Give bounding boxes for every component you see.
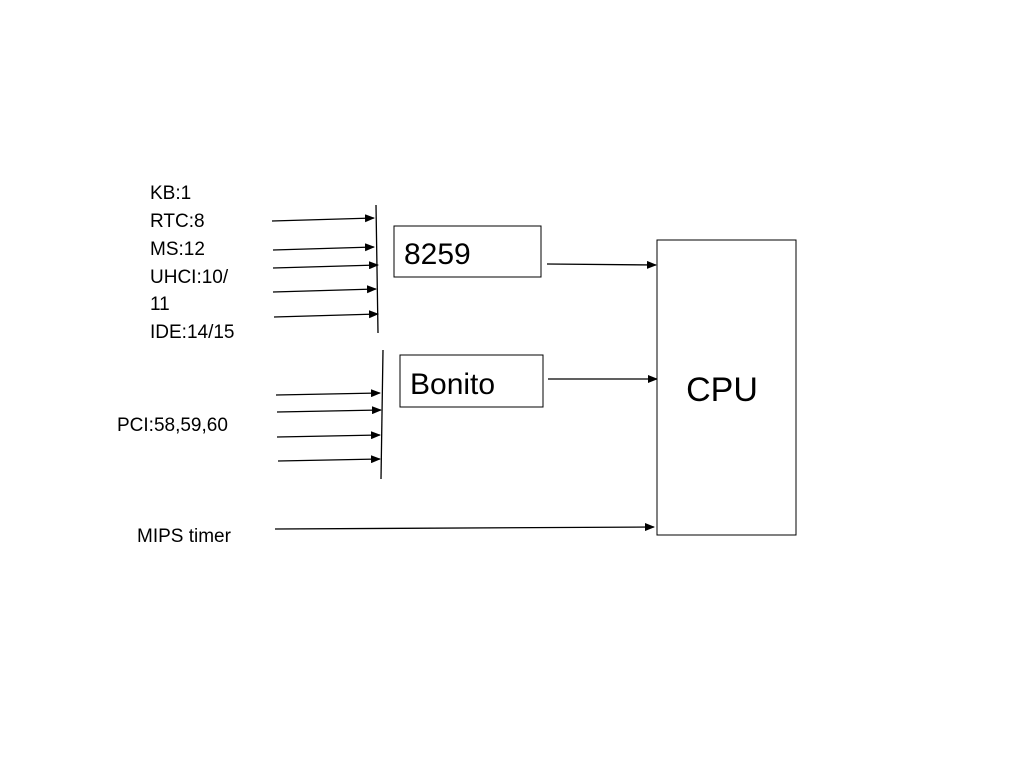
cpu-box: [656, 239, 797, 536]
label-uhci: UHCI:10/: [150, 267, 229, 288]
arrow-pci-2: [276, 406, 382, 415]
arrow-group1-3: [272, 261, 379, 270]
arrow-group1-1: [271, 214, 375, 223]
cpu-label: CPU: [686, 371, 758, 409]
label-pci: PCI:58,59,60: [117, 415, 228, 436]
arrow-pci-4: [277, 455, 381, 464]
arrow-pci-3: [276, 431, 381, 440]
label-mips-timer: MIPS timer: [137, 526, 232, 547]
label-ms: MS:12: [150, 239, 205, 260]
collector-bar-2: [380, 349, 384, 480]
bonito-label: Bonito: [410, 368, 495, 401]
label-uhci-cont: 11: [150, 294, 170, 315]
label-rtc: RTC:8: [150, 211, 205, 232]
arrow-mips-timer-to-cpu: [274, 523, 655, 532]
pic-8259-box: [393, 225, 542, 278]
arrow-group1-2: [272, 243, 375, 252]
collector-bar-1: [375, 204, 379, 334]
bonito-box: [399, 354, 544, 408]
arrow-pci-1: [275, 389, 381, 398]
label-kb: KB:1: [150, 183, 191, 204]
arrow-group1-4: [272, 285, 377, 294]
pic-8259-label: 8259: [404, 238, 471, 271]
arrow-8259-to-cpu: [546, 260, 657, 269]
arrow-group1-5: [273, 310, 379, 319]
label-ide: IDE:14/15: [150, 322, 235, 343]
